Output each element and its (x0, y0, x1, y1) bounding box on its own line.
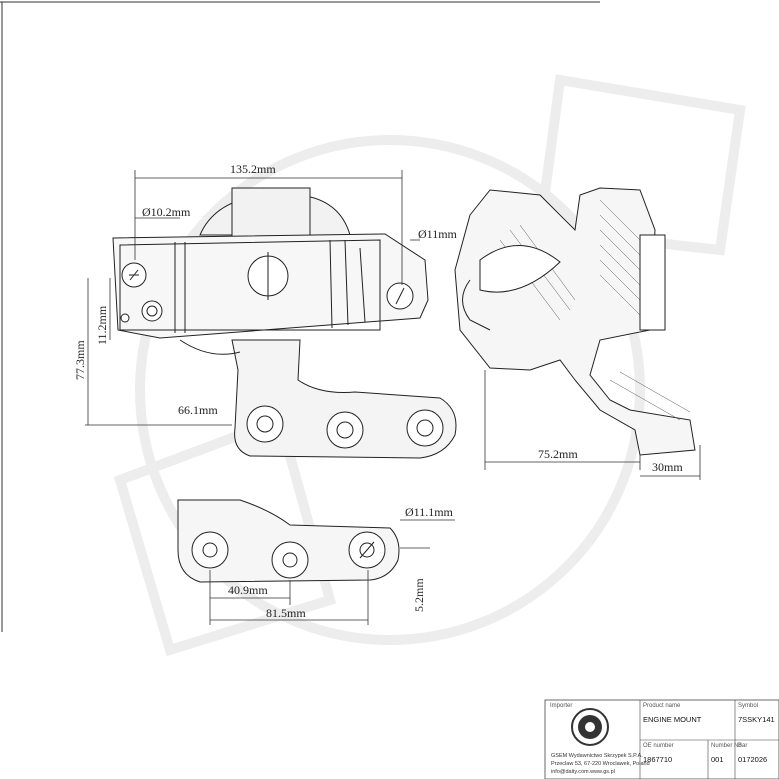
product-name: ENGINE MOUNT (643, 715, 702, 724)
company-line-2: Przeclaw 53, 67-220 Wroclawek, Poland (551, 761, 650, 767)
oe-number: 1867710 (643, 755, 672, 764)
company-line-3: info@daity.com.www.gs.pl (551, 769, 615, 775)
front-view (112, 187, 457, 459)
dim-front-height: 77.3mm (73, 340, 87, 380)
dim-bottom-hole: Ø11.1mm (405, 505, 454, 519)
side-dimension-lines (484, 370, 701, 480)
bar-value: 0172026 (738, 755, 767, 764)
dim-front-height-small: 11.2mm (95, 305, 109, 345)
dim-front-hole-left: Ø10.2mm (142, 205, 191, 219)
dim-front-offset: 66.1mm (178, 403, 218, 417)
dim-side-width: 75.2mm (538, 447, 578, 461)
field-number-label: Number No (711, 743, 742, 749)
title-block (544, 699, 779, 779)
symbol-value: 7SSKY141 (738, 715, 775, 724)
side-view (454, 187, 696, 456)
watermark-logo (113, 74, 746, 657)
company-logo-icon (571, 708, 609, 746)
dim-bottom-spacing-b: 81.5mm (266, 606, 306, 620)
field-bar-label: Bar (738, 743, 747, 749)
bottom-view (177, 499, 400, 583)
dim-front-hole-right: Ø11mm (418, 227, 458, 241)
dim-bottom-height: 5.2mm (412, 578, 426, 612)
company-line-1: GSEM Wydawnictwo Skrzypek S.P.A. (551, 753, 643, 759)
dim-bottom-spacing-a: 40.9mm (228, 583, 268, 597)
bottom-dimension-lines (209, 519, 455, 625)
front-dimension-lines (85, 170, 420, 426)
number-value: 001 (711, 755, 724, 764)
dim-front-width: 135.2mm (230, 162, 276, 176)
field-oe-label: OE number (643, 743, 674, 749)
sheet-frame (0, 1, 600, 632)
field-symbol-label: Symbol (738, 703, 758, 709)
field-importer-label: Importer (550, 703, 572, 709)
field-product-label: Product name (643, 703, 681, 709)
dim-side-thickness: 30mm (652, 460, 683, 474)
